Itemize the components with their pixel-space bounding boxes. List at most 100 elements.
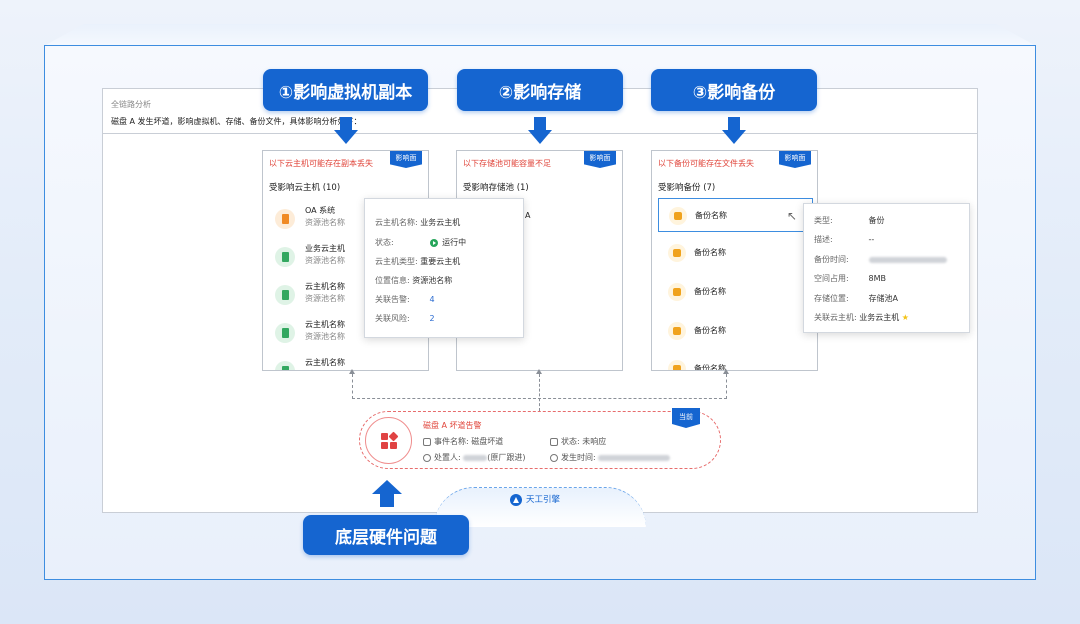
engine-label: 天工引擎 <box>510 493 560 506</box>
field-value: 未响应 <box>582 437 607 446</box>
backup-name: 备份名称 <box>694 287 726 296</box>
vm-name: 云主机名称 <box>305 320 345 329</box>
popup-key: 云主机类型: <box>375 257 418 266</box>
vm-green-icon <box>275 361 295 370</box>
step3-label: ③影响备份 <box>651 69 817 111</box>
popup-row: 云主机名称: 业务云主机 <box>375 217 460 228</box>
alert-event-card[interactable]: 当前 磁盘 A 坏道告警 事件名称: 磁盘坏道 状态: 未响应 处置人: (原厂… <box>359 408 721 469</box>
popup-key: 关联告警: <box>375 295 410 304</box>
backup-impact-card: 影响面 以下备份可能存在文件丢失 受影响备份 (7) 备份名称 ↖ 备份名称 备… <box>651 150 818 371</box>
impact-badge: 影响面 <box>390 151 422 168</box>
popup-row: 备份时间: <box>814 254 947 265</box>
card-heading: 受影响备份 (7) <box>658 183 716 193</box>
popup-value[interactable]: 业务云主机 <box>859 313 900 322</box>
storage-pool-name[interactable]: A <box>525 211 531 220</box>
popup-value: 存储池A <box>868 294 899 303</box>
popup-row: 状态: 运行中 <box>375 237 466 248</box>
field-label: 处置人: <box>434 453 461 462</box>
vm-orange-icon <box>275 209 295 229</box>
user-icon <box>423 453 431 462</box>
list-item[interactable]: 业务云主机 资源池名称 <box>269 243 419 273</box>
popup-key: 描述: <box>814 235 833 244</box>
alert-app-icon <box>365 417 412 464</box>
vm-pool: 资源池名称 <box>305 332 345 341</box>
alert-count-link[interactable]: 4 <box>429 295 435 304</box>
star-icon: ★ <box>901 313 909 322</box>
engine-logo-icon <box>510 493 522 506</box>
blurred-value <box>868 256 947 263</box>
popup-row: 描述: -- <box>814 234 874 245</box>
blurred-value <box>463 454 488 461</box>
list-item[interactable]: 备份名称 <box>658 275 813 309</box>
popup-row: 关联告警: 4 <box>375 294 435 305</box>
vm-name: 云主机名称 <box>305 282 345 291</box>
clock-icon <box>550 453 558 462</box>
frame-top-bevel <box>44 24 1036 46</box>
popup-key: 位置信息: <box>375 276 410 285</box>
popup-row: 存储位置: 存储池A <box>814 293 898 304</box>
step2-label: ②影响存储 <box>457 69 623 111</box>
popup-value: 备份 <box>868 216 885 225</box>
blurred-value <box>598 454 671 461</box>
popup-value: 业务云主机 <box>420 218 461 227</box>
cursor-icon: ↖ <box>787 209 798 223</box>
engine-name: 天工引擎 <box>526 495 561 505</box>
impact-badge: 影响面 <box>779 151 811 168</box>
vm-name: 业务云主机 <box>305 244 345 253</box>
vm-green-icon <box>275 247 295 267</box>
backup-icon <box>669 207 687 225</box>
list-item[interactable]: 云主机名称 <box>269 357 419 370</box>
panel-description: 磁盘 A 发生坏道，影响虚拟机、存储、备份文件，具体影响分析如下： <box>111 117 362 126</box>
status-value: 运行中 <box>442 238 467 247</box>
popup-row: 云主机类型: 重要云主机 <box>375 256 460 267</box>
connector-line <box>539 374 540 411</box>
backup-name: 备份名称 <box>695 211 727 220</box>
popup-key: 关联云主机: <box>814 313 857 322</box>
backup-name: 备份名称 <box>694 326 726 335</box>
list-item[interactable]: 备份名称 <box>658 314 813 348</box>
vm-green-icon <box>275 323 295 343</box>
list-item[interactable]: 云主机名称 资源池名称 <box>269 319 419 349</box>
backup-icon <box>668 322 686 340</box>
list-item[interactable]: 云主机名称 资源池名称 <box>269 281 419 311</box>
popup-key: 备份时间: <box>814 255 849 264</box>
popup-key: 关联风险: <box>375 314 410 323</box>
backup-name: 备份名称 <box>694 248 726 257</box>
popup-key: 类型: <box>814 216 833 225</box>
popup-value: -- <box>868 235 875 244</box>
event-title: 磁盘 A 坏道告警 <box>423 421 482 430</box>
backup-icon <box>668 244 686 262</box>
risk-count-link[interactable]: 2 <box>429 314 435 323</box>
arrow-down-icon <box>528 117 552 145</box>
field-label: 状态: <box>561 437 580 446</box>
list-item-selected[interactable]: 备份名称 ↖ <box>658 198 813 232</box>
field-value: 磁盘坏道 <box>471 437 504 446</box>
popup-row: 空间占用: 8MB <box>814 273 886 284</box>
list-item[interactable]: 备份名称 <box>658 236 813 270</box>
wrench-icon <box>550 437 558 446</box>
card-warning: 以下云主机可能存在副本丢失 <box>269 159 373 168</box>
popup-key: 存储位置: <box>814 294 849 303</box>
panel-header: 全链路分析 磁盘 A 发生坏道，影响虚拟机、存储、备份文件，具体影响分析如下： <box>111 99 362 127</box>
connector-line <box>726 374 727 399</box>
card-warning: 以下备份可能存在文件丢失 <box>658 159 754 168</box>
popup-row: 位置信息: 资源池名称 <box>375 275 452 286</box>
vm-pool: 资源池名称 <box>305 256 345 265</box>
popup-key: 云主机名称: <box>375 218 418 227</box>
panel-title: 全链路分析 <box>111 100 151 109</box>
engine-area: 天工引擎 <box>434 487 646 527</box>
card-heading: 受影响存储池 (1) <box>463 183 529 193</box>
field-label: 发生时间: <box>561 453 596 462</box>
list-item[interactable]: 备份名称 <box>658 352 813 370</box>
field-value: (原厂跟进) <box>487 453 526 462</box>
connector-arrow-icon <box>536 369 542 374</box>
popup-value: 8MB <box>868 274 887 283</box>
hardware-issue-label: 底层硬件问题 <box>303 515 469 555</box>
list-item[interactable]: OA 系统 资源池名称 <box>269 205 419 235</box>
vm-name: OA 系统 <box>305 206 336 215</box>
popup-value: 资源池名称 <box>412 276 453 285</box>
vm-pool: 资源池名称 <box>305 218 345 227</box>
backup-detail-popup: 类型: 备份 描述: -- 备份时间: 空间占用: 8MB 存储位置: 存储池A… <box>803 203 970 333</box>
connector-arrow-icon <box>723 369 729 374</box>
event-time-field: 发生时间: <box>550 452 671 463</box>
